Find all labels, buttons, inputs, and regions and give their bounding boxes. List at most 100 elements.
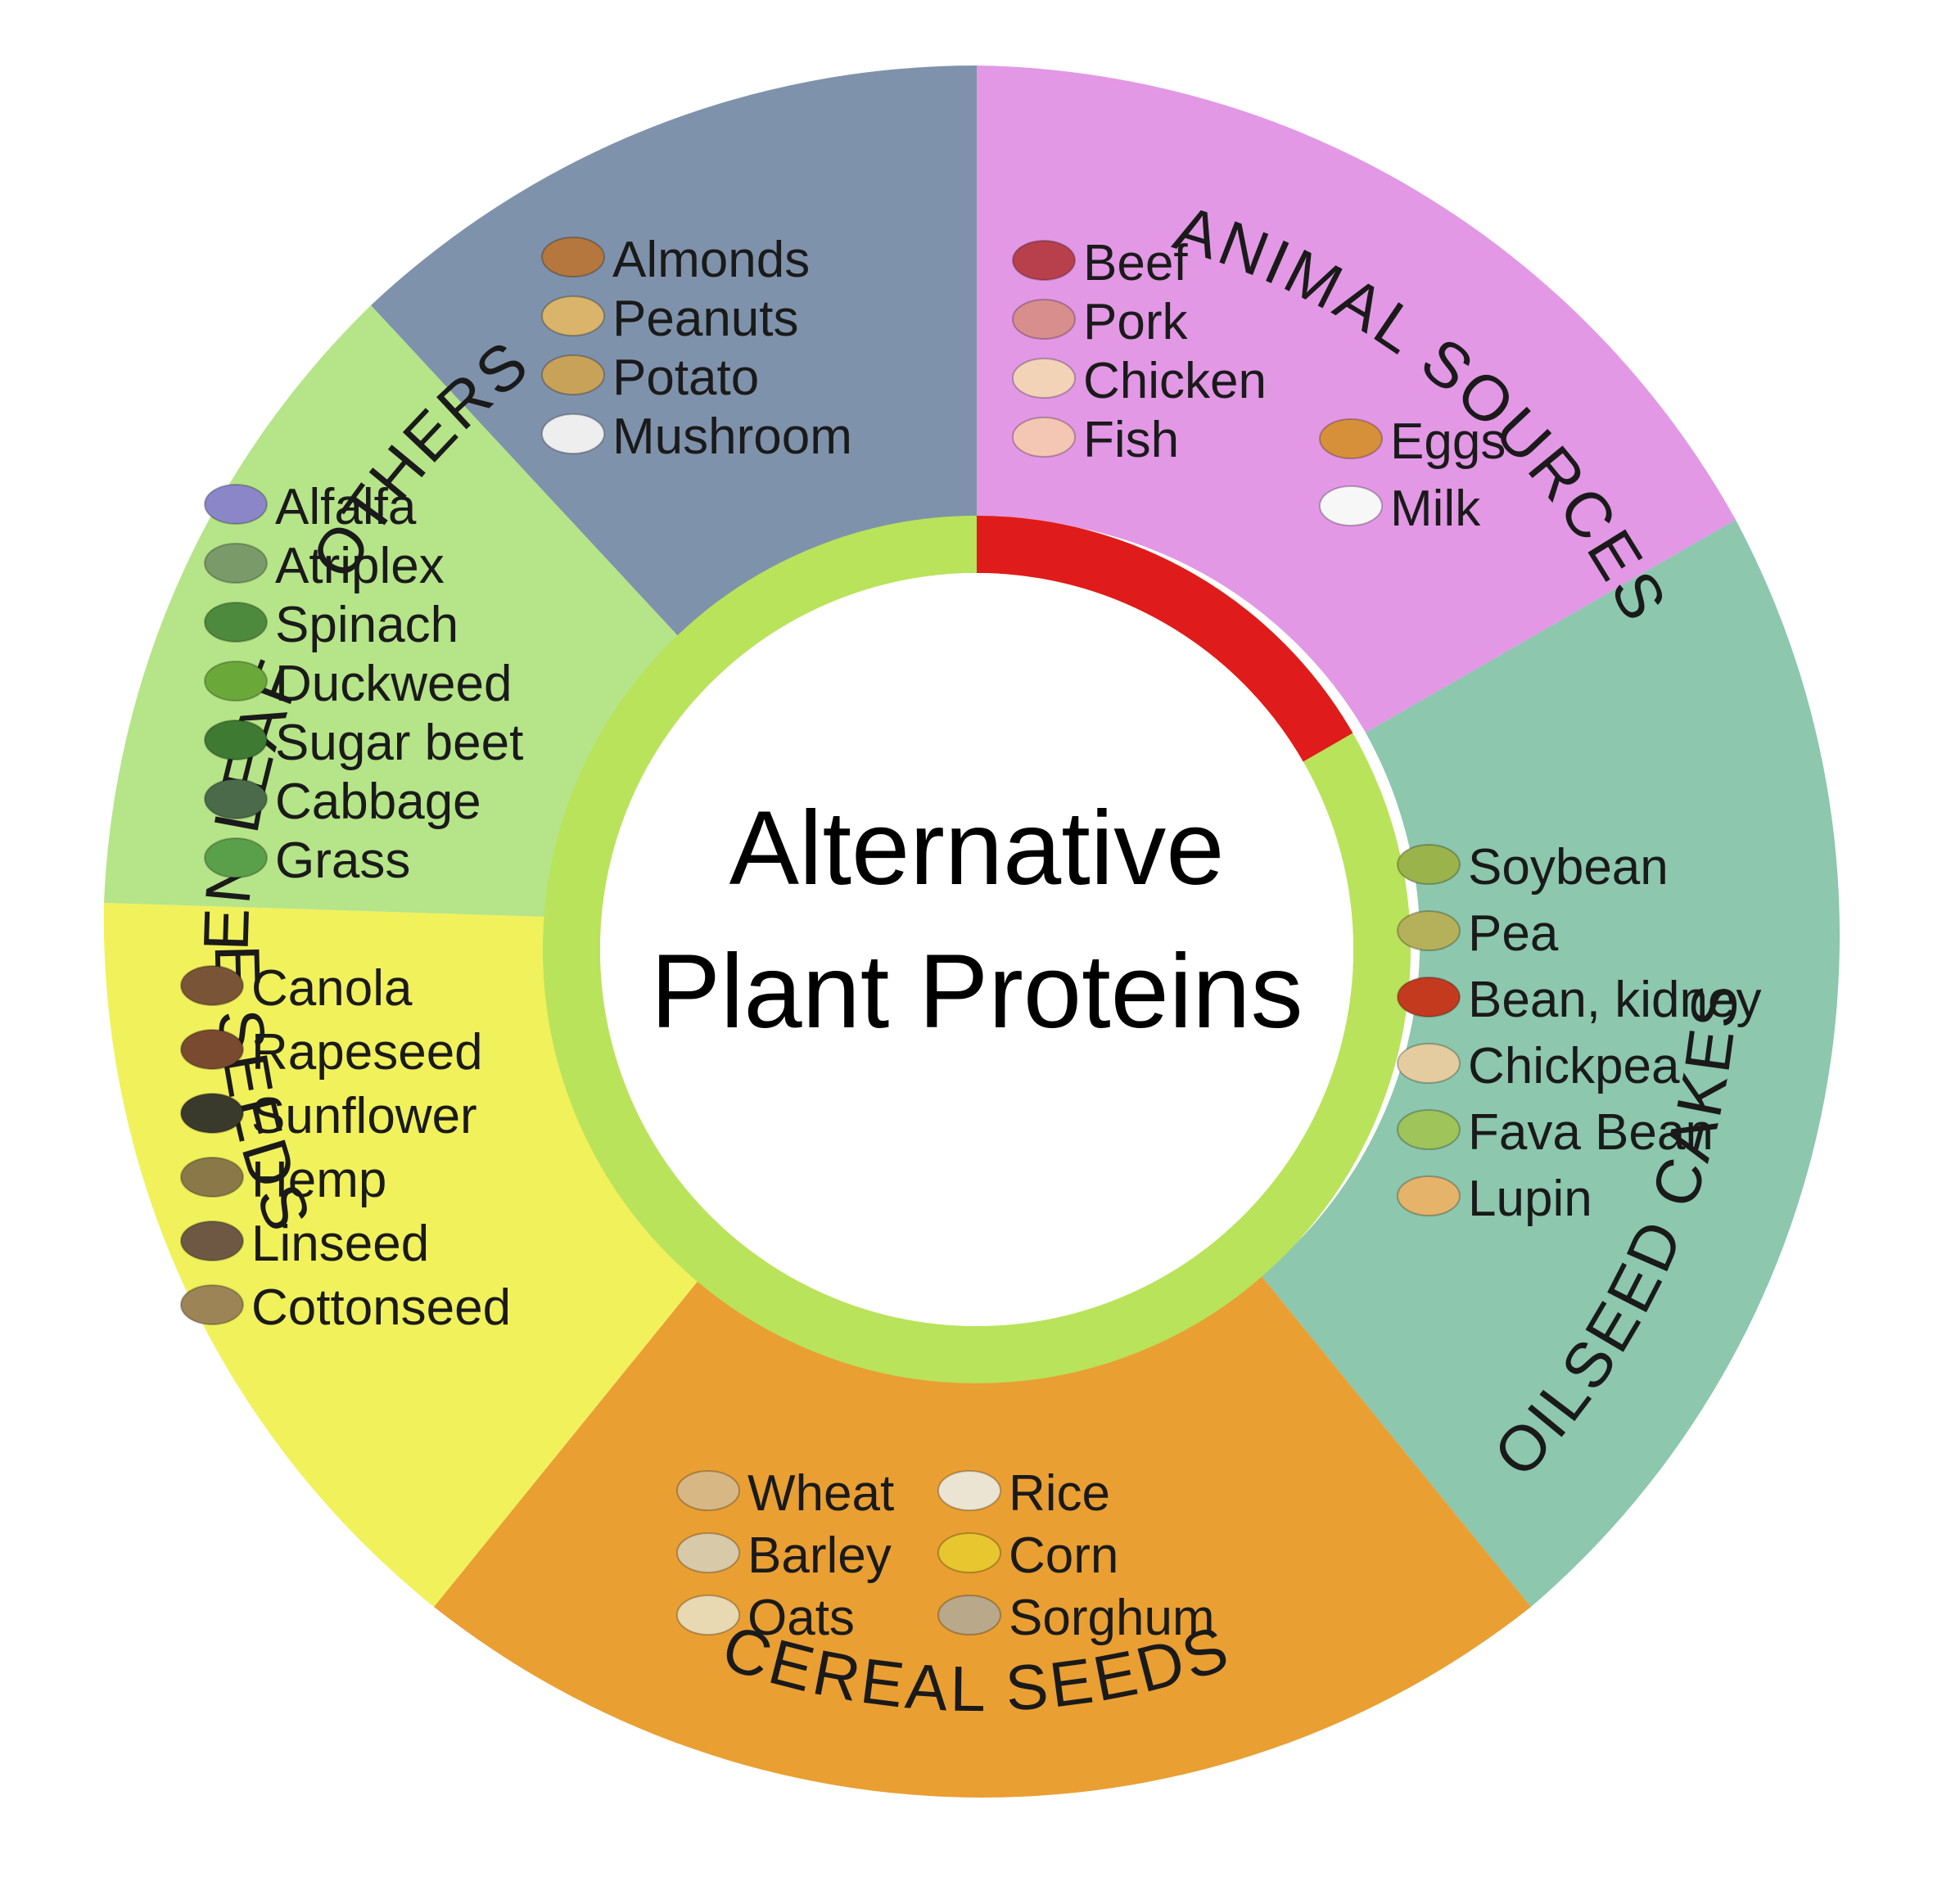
item-label: Almonds bbox=[612, 232, 810, 288]
item-label: Barley bbox=[747, 1527, 892, 1584]
linseed-icon bbox=[180, 1220, 244, 1261]
sector-legume-seeds bbox=[1261, 520, 1840, 1607]
hemp-icon bbox=[180, 1157, 244, 1198]
canola-icon bbox=[180, 965, 244, 1006]
kidney-bean-icon bbox=[1397, 977, 1461, 1017]
almonds-icon bbox=[541, 237, 605, 277]
beef-icon bbox=[1012, 240, 1076, 281]
list-item: Sunflower bbox=[180, 1088, 477, 1144]
potato-icon bbox=[541, 354, 605, 395]
duckweed-icon bbox=[204, 661, 268, 702]
list-item: Beef bbox=[1012, 235, 1188, 291]
peanuts-icon bbox=[541, 296, 605, 336]
item-label: Duckweed bbox=[275, 656, 512, 712]
list-item: Barley bbox=[676, 1527, 892, 1584]
list-item: Chickpea bbox=[1397, 1038, 1680, 1094]
item-label: Hemp bbox=[251, 1152, 386, 1208]
sector-animal-sources bbox=[977, 65, 1736, 733]
list-item: Fish bbox=[1012, 412, 1179, 468]
item-label: Oats bbox=[747, 1590, 855, 1646]
item-label: Mushroom bbox=[612, 408, 852, 465]
fish-icon bbox=[1012, 417, 1076, 458]
list-item: Sorghum bbox=[937, 1590, 1215, 1646]
item-label: Canola bbox=[251, 960, 413, 1017]
item-label: Peanuts bbox=[612, 291, 799, 347]
wheat-icon bbox=[676, 1470, 740, 1511]
item-label: Spinach bbox=[275, 597, 458, 653]
list-item: Milk bbox=[1319, 481, 1481, 537]
item-label: Beef bbox=[1083, 235, 1188, 291]
list-item: Atriplex bbox=[204, 538, 445, 594]
pork-icon bbox=[1012, 299, 1076, 340]
chickpea-icon bbox=[1397, 1043, 1461, 1084]
list-item: Mushroom bbox=[541, 408, 852, 465]
chicken-icon bbox=[1012, 358, 1076, 399]
list-item: Oats bbox=[676, 1590, 855, 1646]
item-label: Atriplex bbox=[275, 538, 445, 594]
item-label: Potato bbox=[612, 350, 759, 406]
lupin-icon bbox=[1397, 1175, 1461, 1216]
item-label: Pork bbox=[1083, 294, 1188, 350]
list-item: Spinach bbox=[204, 597, 458, 653]
corn-icon bbox=[937, 1532, 1001, 1573]
center-disc bbox=[600, 573, 1353, 1326]
sugar-beet-icon bbox=[204, 720, 268, 760]
barley-icon bbox=[676, 1532, 740, 1573]
item-label: Linseed bbox=[251, 1216, 429, 1272]
item-label: Corn bbox=[1009, 1527, 1118, 1584]
mushroom-icon bbox=[541, 413, 605, 454]
list-item: Eggs bbox=[1319, 413, 1506, 470]
item-label: Lupin bbox=[1468, 1171, 1592, 1227]
item-label: Cottonseed bbox=[251, 1279, 511, 1336]
list-item: Cottonseed bbox=[180, 1279, 511, 1336]
item-label: Chicken bbox=[1083, 353, 1267, 409]
item-label: Cabbage bbox=[275, 774, 481, 830]
list-item: Peanuts bbox=[541, 291, 799, 347]
cottonseed-icon bbox=[180, 1284, 244, 1325]
center-title-line-2: Plant Proteins bbox=[651, 933, 1303, 1050]
sunflower-icon bbox=[180, 1093, 244, 1134]
list-item: Alfalfa bbox=[204, 479, 417, 535]
list-item: Hemp bbox=[180, 1152, 386, 1208]
list-item: Cabbage bbox=[204, 774, 481, 830]
list-item: Rapeseed bbox=[180, 1024, 483, 1081]
item-label: Fish bbox=[1083, 412, 1179, 468]
list-item: Potato bbox=[541, 350, 759, 406]
item-label: Wheat bbox=[747, 1465, 894, 1522]
item-label: Milk bbox=[1390, 481, 1481, 537]
oats-icon bbox=[676, 1595, 740, 1636]
list-item: Canola bbox=[180, 960, 413, 1017]
alfalfa-icon bbox=[204, 484, 268, 525]
list-item: Soybean bbox=[1397, 839, 1669, 896]
sector-green-leaf bbox=[104, 305, 680, 917]
item-label: Fava Bean bbox=[1468, 1104, 1714, 1161]
fava-bean-icon bbox=[1397, 1109, 1461, 1150]
list-item: Duckweed bbox=[204, 656, 512, 712]
list-item: Linseed bbox=[180, 1216, 429, 1272]
list-item: Corn bbox=[937, 1527, 1118, 1584]
list-item: Bean, kidney bbox=[1397, 972, 1761, 1028]
list-item: Sugar beet bbox=[204, 715, 523, 771]
eggs-icon bbox=[1319, 418, 1383, 459]
spinach-icon bbox=[204, 602, 268, 643]
sector-others bbox=[371, 65, 977, 638]
list-item: Wheat bbox=[676, 1465, 894, 1522]
list-item: Grass bbox=[204, 832, 410, 889]
rice-icon bbox=[937, 1470, 1001, 1511]
atriplex-icon bbox=[204, 543, 268, 584]
item-label: Sugar beet bbox=[275, 715, 523, 771]
cabbage-icon bbox=[204, 778, 268, 819]
item-label: Alfalfa bbox=[275, 479, 417, 535]
center-title-line-1: Alternative bbox=[729, 790, 1225, 907]
grass-icon bbox=[204, 837, 268, 878]
item-label: Eggs bbox=[1390, 413, 1506, 470]
item-label: Grass bbox=[275, 832, 410, 889]
item-label: Sorghum bbox=[1009, 1590, 1215, 1646]
list-item: Pork bbox=[1012, 294, 1188, 350]
item-label: Chickpea bbox=[1468, 1038, 1680, 1094]
rapeseed-icon bbox=[180, 1029, 244, 1070]
sorghum-icon bbox=[937, 1595, 1001, 1636]
item-label: Soybean bbox=[1468, 839, 1669, 896]
list-item: Almonds bbox=[541, 232, 810, 288]
